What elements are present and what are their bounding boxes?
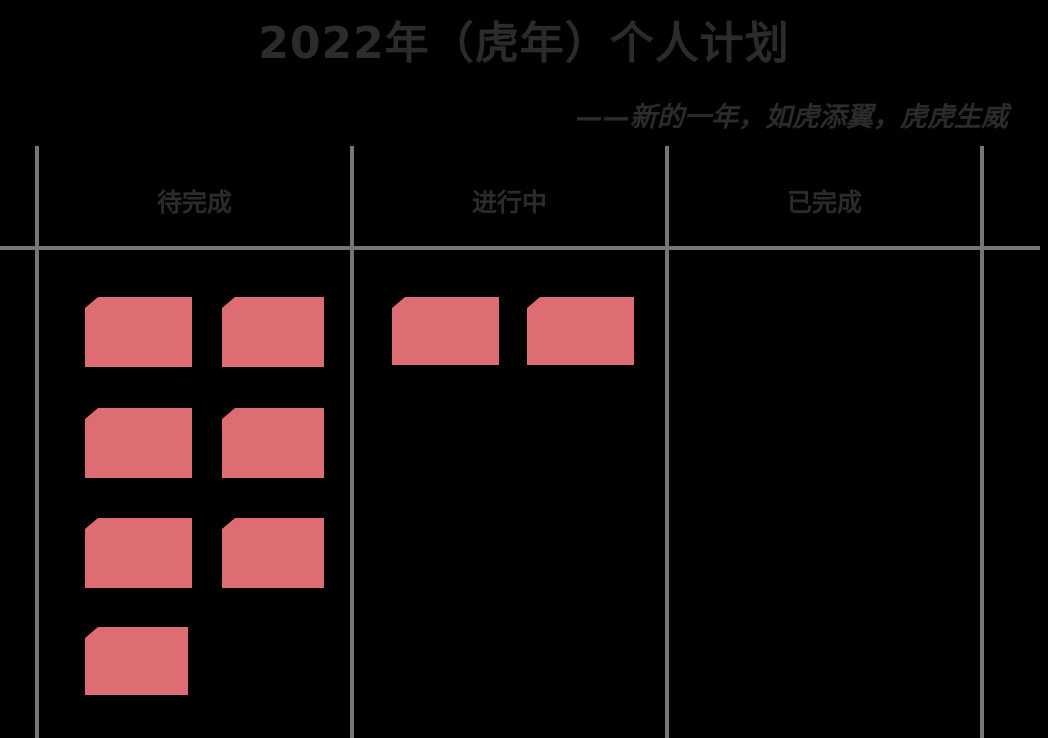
column-body-done[interactable]: [669, 250, 980, 738]
column-header-done[interactable]: 已完成: [786, 188, 862, 217]
column-body-todo[interactable]: [39, 250, 350, 738]
column-header-doing[interactable]: 进行中: [471, 188, 547, 217]
task-card[interactable]: [222, 408, 324, 478]
task-card[interactable]: [527, 297, 634, 365]
task-card[interactable]: [392, 297, 499, 365]
header-divider: [0, 246, 1040, 250]
column-header-todo[interactable]: 待完成: [156, 188, 232, 217]
column-divider-1: [350, 146, 354, 738]
page-title: 2022年（虎年）个人计划: [258, 18, 790, 69]
task-card[interactable]: [85, 627, 188, 695]
task-card[interactable]: [222, 518, 324, 588]
task-card[interactable]: [222, 297, 324, 367]
column-body-doing[interactable]: [354, 250, 665, 738]
column-divider-3: [980, 146, 984, 738]
task-card[interactable]: [85, 408, 192, 478]
task-card[interactable]: [85, 518, 192, 588]
page-subtitle: ——新的一年，如虎添翼，虎虎生威: [576, 102, 1008, 133]
task-card[interactable]: [85, 297, 192, 367]
column-divider-0: [35, 146, 39, 738]
column-divider-2: [665, 146, 669, 738]
